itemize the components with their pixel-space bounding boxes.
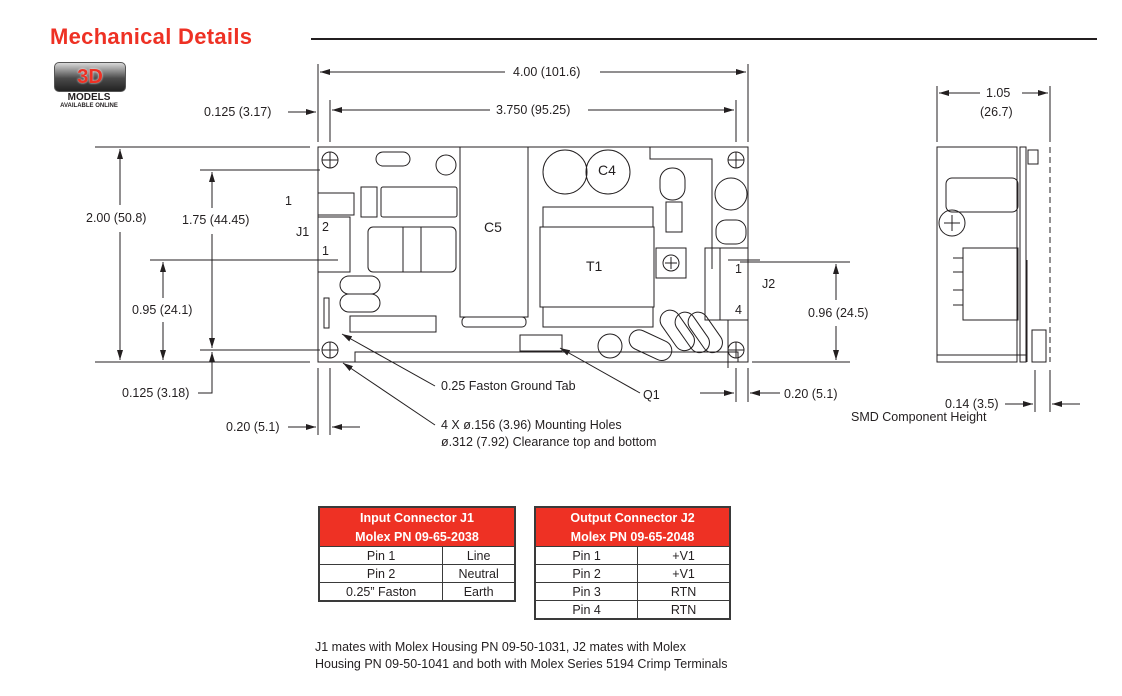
- pin-cell: Pin 3: [534, 582, 639, 601]
- dimension-arrows: [117, 69, 1080, 430]
- dim-smd-height: 0.14 (3.5): [945, 397, 999, 411]
- mounting-hole-icon: [321, 151, 339, 169]
- mounting-hole-icon: [727, 341, 745, 359]
- callout-clearance: ø.312 (7.92) Clearance top and bottom: [441, 435, 657, 449]
- dim-width-holes: 3.750 (95.25): [496, 103, 571, 117]
- function-cell: RTN: [637, 600, 731, 620]
- function-cell: Earth: [442, 582, 516, 602]
- pcb-top-view: [317, 146, 749, 363]
- dim-depth-mm: (26.7): [980, 105, 1013, 119]
- pcb-side-view: [936, 146, 1051, 363]
- extension-lines: [95, 64, 1051, 435]
- mounting-hole-icon: [727, 151, 745, 169]
- dim-height-overall: 2.00 (50.8): [86, 211, 147, 225]
- pin-cell: 0.25” Faston: [318, 582, 444, 602]
- label-j1-pin1: 1: [322, 244, 329, 258]
- pin-cell: Pin 2: [534, 564, 639, 583]
- mating-connector-note: J1 mates with Molex Housing PN 09-50-103…: [315, 640, 728, 671]
- label-j1-pin2: 2: [322, 220, 329, 234]
- dim-j2-offset: 0.20 (5.1): [784, 387, 838, 401]
- label-t1: T1: [586, 258, 603, 274]
- dim-hole-offset-top: 0.125 (3.17): [204, 105, 272, 119]
- dim-hole-offset-bottom: 0.125 (3.18): [122, 386, 190, 400]
- pin-cell: Pin 1: [534, 546, 639, 565]
- screw-icon: [662, 254, 680, 272]
- dim-depth-in: 1.05: [986, 86, 1011, 100]
- label-j2-pin1: 1: [735, 262, 742, 276]
- function-cell: +V1: [637, 564, 731, 583]
- pin-cell: Pin 2: [318, 564, 444, 583]
- callout-q1: Q1: [643, 388, 660, 402]
- badge-3d-text: 3D: [77, 66, 103, 88]
- badge-models-text: MODELS: [67, 92, 111, 103]
- output-connector-j2-table: Output Connector J2 Molex PN 09-65-2048 …: [534, 506, 731, 620]
- pin-cell: Pin 4: [534, 600, 639, 620]
- title-rule: [311, 38, 1097, 40]
- pin-cell: Pin 1: [318, 546, 444, 565]
- badge-available-text: AVAILABLE ONLINE: [60, 103, 118, 109]
- label-j2: J2: [762, 277, 776, 291]
- j2-table-pn: Molex PN 09-65-2048: [535, 527, 730, 547]
- label-j1-pin-outside: 1: [285, 194, 292, 208]
- dim-width-overall: 4.00 (101.6): [513, 65, 581, 79]
- table-row: Pin 2+V1: [534, 564, 731, 583]
- input-connector-j1-table: Input Connector J1 Molex PN 09-65-2038 P…: [318, 506, 516, 602]
- function-cell: Line: [442, 546, 516, 565]
- dim-j2-pin1-height: 0.96 (24.5): [808, 306, 869, 320]
- dim-faston-offset: 0.20 (5.1): [226, 420, 280, 434]
- dim-j1-pin1-height: 0.95 (24.1): [132, 303, 193, 317]
- mounting-hole-icon: [321, 341, 339, 359]
- j1-table-title: Input Connector J1: [319, 507, 515, 527]
- label-c4: C4: [598, 162, 616, 178]
- screw-icon: [938, 209, 966, 237]
- function-cell: +V1: [637, 546, 731, 565]
- label-c5: C5: [484, 219, 502, 235]
- function-cell: Neutral: [442, 564, 516, 583]
- j1-table-pn: Molex PN 09-65-2038: [319, 527, 515, 547]
- smd-height-label: SMD Component Height: [851, 410, 987, 424]
- 3d-models-badge[interactable]: 3D: [54, 62, 126, 92]
- callout-faston: 0.25 Faston Ground Tab: [441, 379, 576, 393]
- callout-holes: 4 X ø.156 (3.96) Mounting Holes: [441, 418, 622, 432]
- function-cell: RTN: [637, 582, 731, 601]
- j2-table-title: Output Connector J2: [535, 507, 730, 527]
- label-j2-pin4: 4: [735, 303, 742, 317]
- table-row: Pin 1+V1: [534, 546, 731, 565]
- label-j1: J1: [296, 225, 310, 239]
- section-title: Mechanical Details: [50, 24, 253, 49]
- dim-height-holes: 1.75 (44.45): [182, 213, 250, 227]
